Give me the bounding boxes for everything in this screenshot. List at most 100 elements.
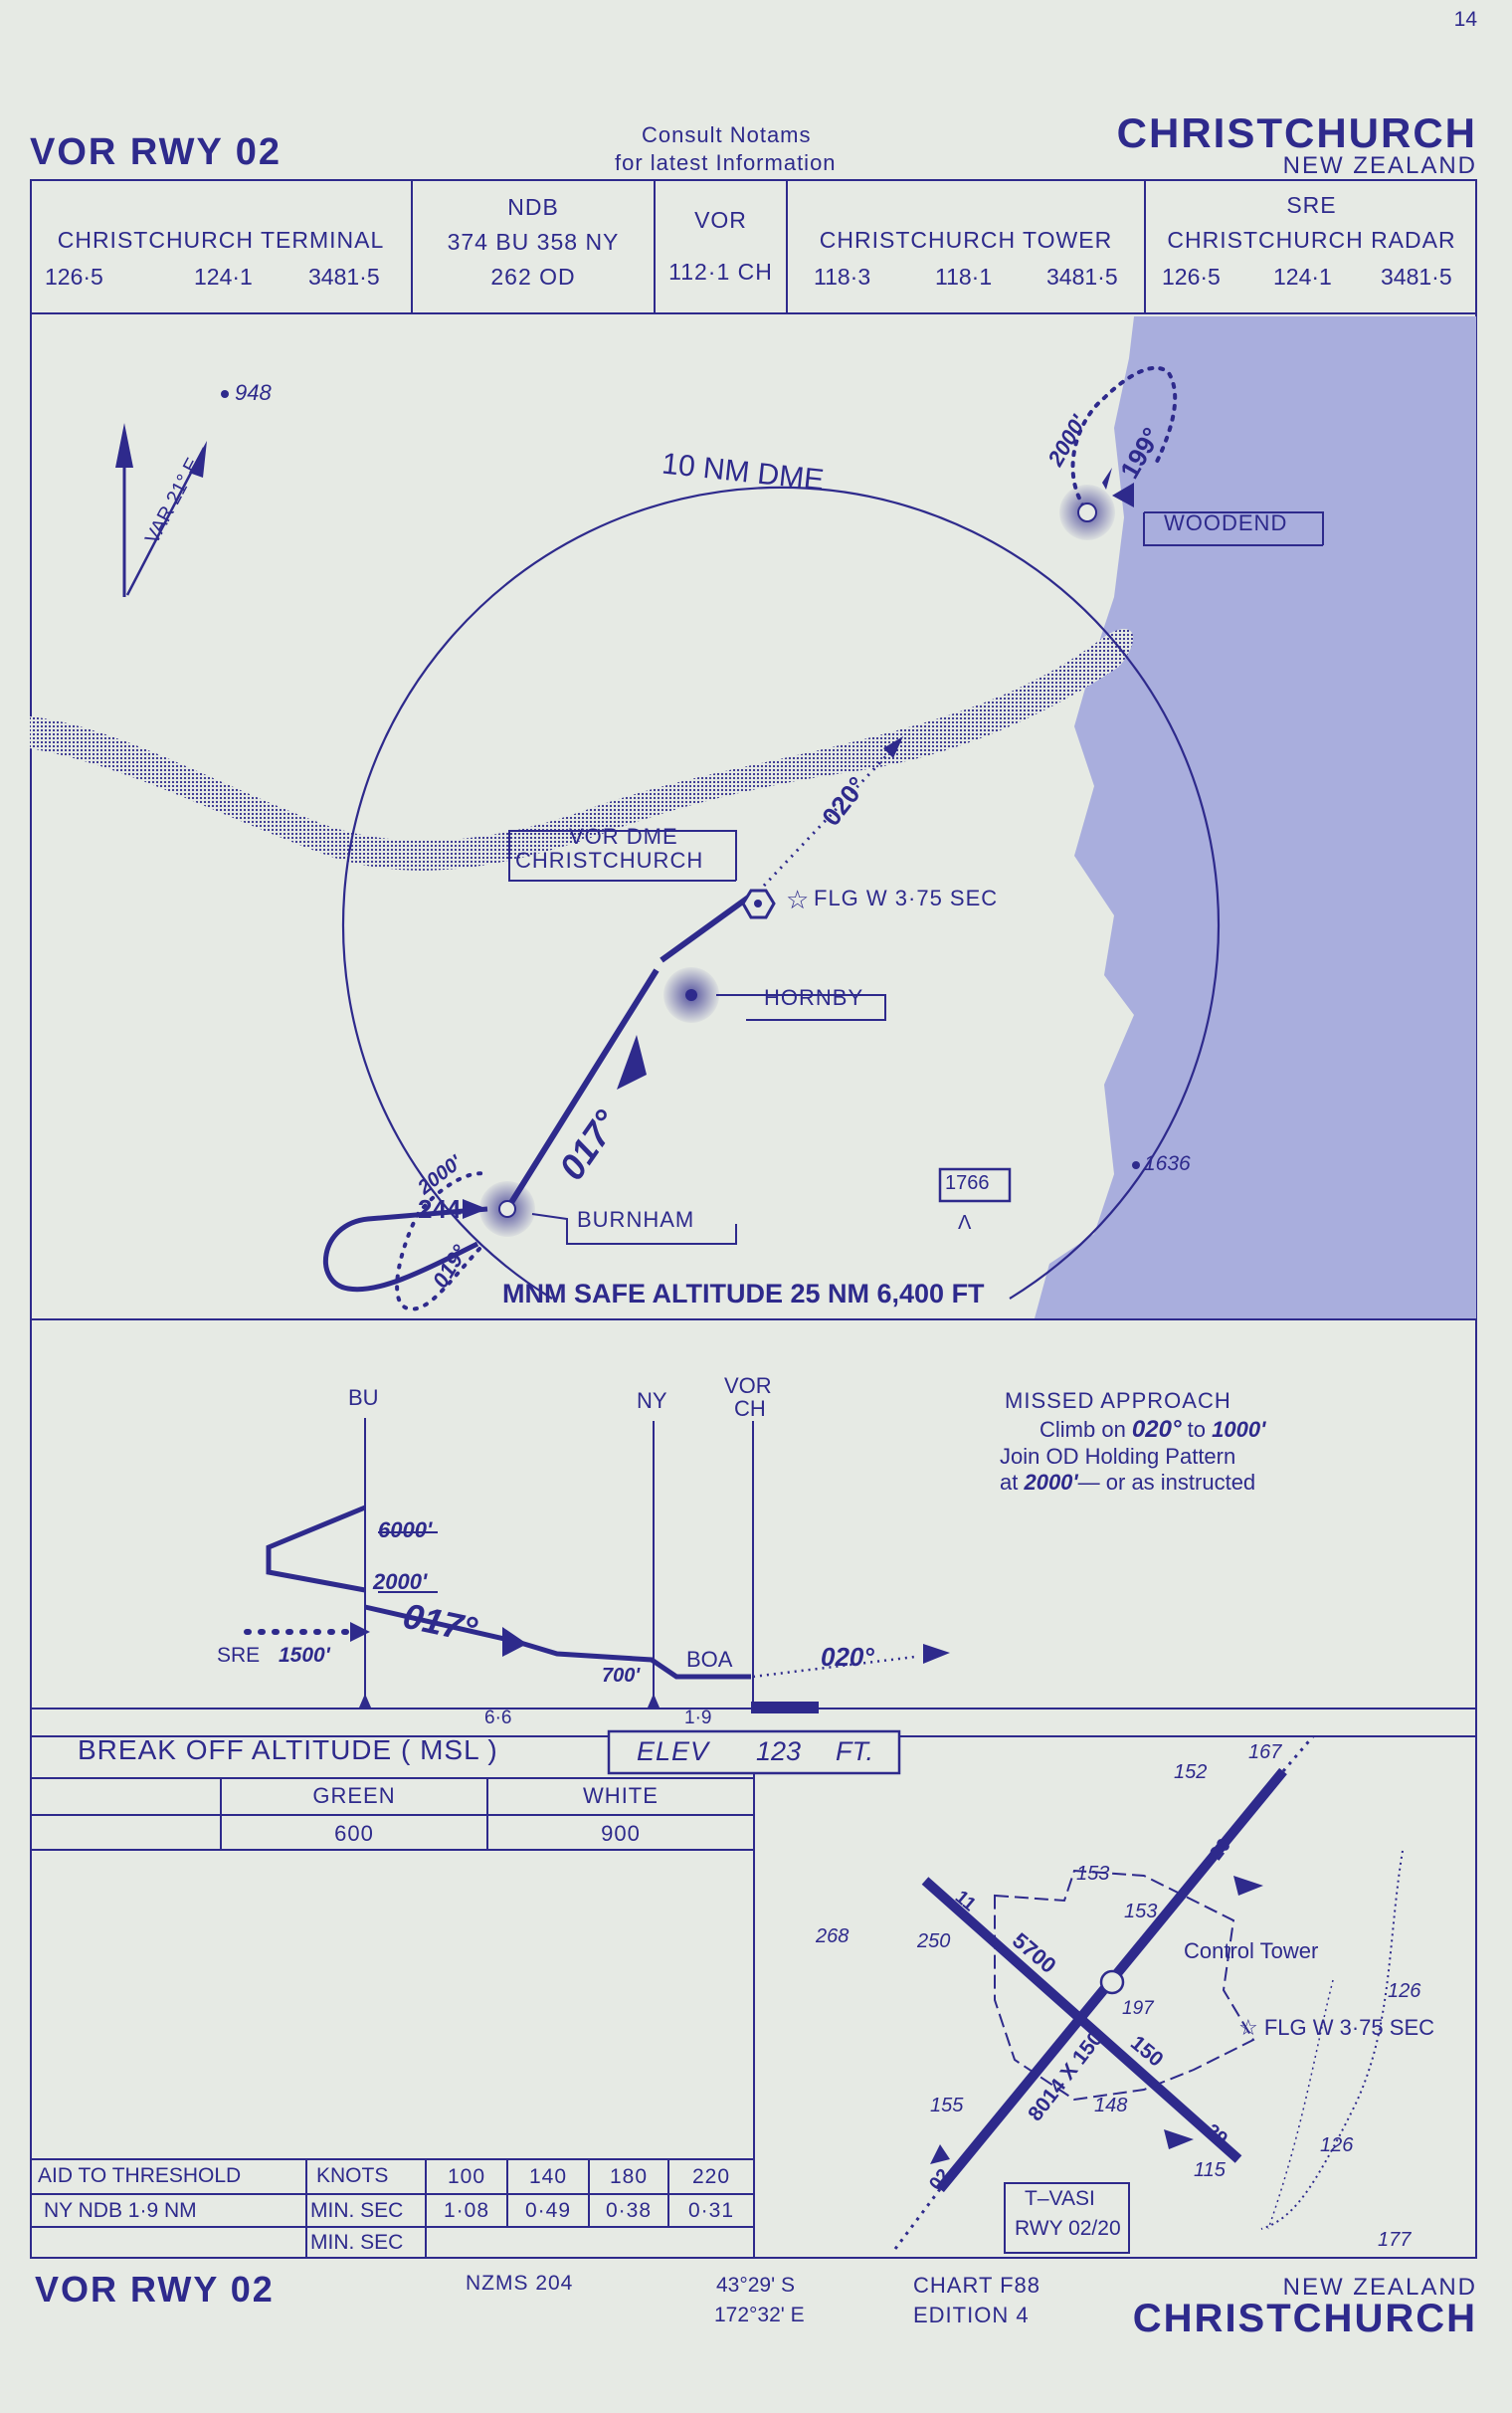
missed-approach-line-3: at 2000'— or as instructed xyxy=(1000,1470,1255,1496)
minsec-label-2: MIN. SEC xyxy=(310,2231,404,2254)
notam-line-1: Consult Notams xyxy=(642,122,812,147)
star-icon: ☆ xyxy=(1238,2015,1264,2040)
terminal-name: CHRISTCHURCH TERMINAL xyxy=(57,227,385,253)
minimum-safe-altitude: MNM SAFE ALTITUDE 25 NM 6,400 FT xyxy=(502,1279,985,1308)
river xyxy=(30,628,1134,871)
footer-edition: EDITION 4 xyxy=(913,2303,1030,2327)
time-cell: 0·49 xyxy=(524,2199,572,2222)
missed-text: — or as instructed xyxy=(1077,1470,1256,1495)
tvasi-label: T–VASI xyxy=(1025,2187,1095,2210)
elevation-148: 148 xyxy=(1094,2095,1128,2116)
vor-dme-name: CHRISTCHURCH xyxy=(515,848,704,873)
elevation-197: 197 xyxy=(1122,1998,1154,2019)
sre-freq-3: 3481·5 xyxy=(1381,264,1452,290)
footer-nzms: NZMS 204 xyxy=(466,2272,574,2295)
footer-chart: CHART F88 xyxy=(913,2273,1041,2298)
missed-approach-title: MISSED APPROACH xyxy=(1005,1388,1231,1413)
time-cell: 0·31 xyxy=(687,2199,735,2222)
city-title: CHRISTCHURCH xyxy=(1116,109,1477,156)
spot-elevation: 1636 xyxy=(1144,1152,1191,1175)
obstacle-elevation: 1766 xyxy=(945,1172,990,1194)
sre-title: SRE xyxy=(1286,192,1337,218)
hornby-label: HORNBY xyxy=(764,985,864,1010)
tower-freq-3: 3481·5 xyxy=(1046,264,1118,290)
footer-country: NEW ZEALAND xyxy=(1282,2274,1477,2301)
missed-alt: 2000' xyxy=(1024,1470,1078,1495)
profile-distance-66: 6·6 xyxy=(484,1708,512,1728)
comms-divider xyxy=(1144,179,1146,314)
profile-bu-label: BU xyxy=(348,1385,379,1410)
aerodrome-beacon-text: FLG W 3·75 SEC xyxy=(1263,2015,1434,2040)
terminal-freq-2: 124·1 xyxy=(194,264,253,290)
profile-vor-label: VOR xyxy=(724,1373,772,1398)
profile-alt-1500: 1500' xyxy=(279,1644,330,1667)
profile-ny-label: NY xyxy=(637,1388,667,1413)
missed-alt: 1000' xyxy=(1212,1417,1266,1442)
notam-line-2: for latest Information xyxy=(615,150,837,175)
elevation-250: 250 xyxy=(917,1930,951,1952)
time-cell: 0·38 xyxy=(605,2199,653,2222)
speed-cell: 100 xyxy=(447,2165,486,2188)
profile-boa-label: BOA xyxy=(686,1647,733,1672)
elevation-152: 152 xyxy=(1174,1761,1208,1783)
vor-freq: 112·1 CH xyxy=(668,259,773,285)
green-header: GREEN xyxy=(312,1783,396,1808)
tvasi-runway: RWY 02/20 xyxy=(1015,2217,1121,2240)
tower-freq-2: 118·1 xyxy=(935,264,993,290)
green-value: 600 xyxy=(334,1821,374,1846)
country-title: NEW ZEALAND xyxy=(1282,152,1477,179)
ny-ndb-label: NY NDB 1·9 NM xyxy=(44,2199,197,2222)
sre-freq-1: 126·5 xyxy=(1162,264,1221,290)
hornby-ndb-icon xyxy=(685,989,697,1001)
elevation-115: 115 xyxy=(1194,2159,1226,2181)
vor-dme-label: VOR DME xyxy=(569,824,678,849)
ndb-line-1: 374 BU 358 NY xyxy=(447,229,620,255)
comms-divider xyxy=(786,179,788,314)
elevation-167: 167 xyxy=(1248,1741,1282,1763)
magnetic-arrow-icon xyxy=(189,441,207,478)
tower-freq-1: 118·3 xyxy=(814,264,871,290)
missed-approach-line-1: Climb on 020° to 1000' xyxy=(1040,1416,1265,1444)
woodend-label: WOODEND xyxy=(1164,510,1288,535)
missed-text: at xyxy=(1000,1470,1025,1495)
sre-freq-2: 124·1 xyxy=(1273,264,1332,290)
footer-procedure: VOR RWY 02 xyxy=(35,2269,275,2310)
minsec-label: MIN. SEC xyxy=(310,2199,404,2222)
woodend-ndb-icon xyxy=(1077,503,1097,522)
speed-cell: 140 xyxy=(528,2165,568,2188)
missed-text: Climb on xyxy=(1040,1417,1132,1442)
woodend-holding xyxy=(1070,365,1178,509)
star-icon: ☆ xyxy=(786,885,809,914)
white-value: 900 xyxy=(601,1821,641,1846)
profile-descent xyxy=(364,1604,751,1680)
north-arrow-icon xyxy=(115,423,133,468)
profile-ch-label: CH xyxy=(734,1396,766,1421)
burnham-holding xyxy=(323,1206,488,1293)
elevation-153b: 153 xyxy=(1124,1901,1158,1922)
sre-sub: CHRISTCHURCH RADAR xyxy=(1167,227,1456,253)
footer-longitude: 172°32' E xyxy=(714,2304,805,2326)
profile-distance-19: 1·9 xyxy=(684,1708,712,1728)
page-number: 14 xyxy=(1453,8,1477,31)
elevation-153a: 153 xyxy=(1076,1863,1110,1885)
terminal-freq-1: 126·5 xyxy=(45,264,103,290)
missed-text: to xyxy=(1181,1417,1213,1442)
boa-title: BREAK OFF ALTITUDE ( MSL ) xyxy=(78,1734,498,1765)
procedure-title: VOR RWY 02 xyxy=(30,131,283,173)
white-header: WHITE xyxy=(583,1783,659,1808)
aerodrome-beacon-label: ☆ FLG W 3·75 SEC xyxy=(1238,2015,1434,2041)
profile-alt-6000: 6000' xyxy=(378,1517,433,1542)
burnham-outbound-course: 244 xyxy=(418,1194,462,1224)
knots-label: KNOTS xyxy=(316,2164,389,2187)
obstacle-icon: Λ xyxy=(958,1212,972,1234)
profile-sre-label: SRE xyxy=(217,1644,261,1667)
aid-label: AID TO THRESHOLD xyxy=(38,2164,242,2187)
profile-alt-700: 700' xyxy=(602,1665,641,1687)
dme-arc xyxy=(341,486,1221,1300)
elevation-126b: 126 xyxy=(1320,2134,1354,2156)
elev-value: 123 xyxy=(756,1736,802,1766)
time-cell: 1·08 xyxy=(443,2199,490,2222)
runway-11-29 xyxy=(921,1877,1242,2163)
terminal-freq-3: 3481·5 xyxy=(308,264,380,290)
